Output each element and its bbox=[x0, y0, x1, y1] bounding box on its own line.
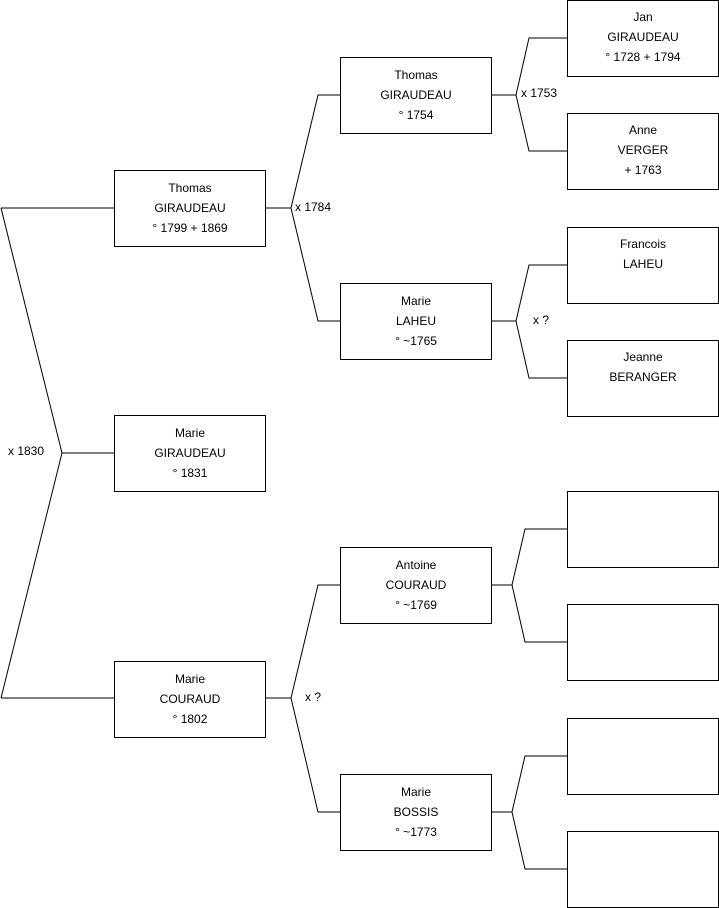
person-dates: + 1763 bbox=[624, 163, 662, 177]
marriage-label-m4: x 1753 bbox=[521, 86, 558, 100]
person-given-name: Marie bbox=[174, 672, 205, 686]
person-given-name: Thomas bbox=[168, 181, 212, 195]
person-given-name: Marie bbox=[400, 294, 431, 308]
person-surname: VERGER bbox=[617, 143, 669, 157]
person-box-p15 bbox=[567, 831, 719, 908]
person-box-p9: Anne VERGER + 1763 bbox=[567, 113, 719, 190]
person-surname: GIRAUDEAU bbox=[154, 201, 226, 215]
person-surname: GIRAUDEAU bbox=[380, 88, 452, 102]
person-box-p2: Thomas GIRAUDEAU ° 1799 + 1869 bbox=[114, 170, 266, 247]
person-surname: LAHEU bbox=[622, 257, 663, 271]
person-dates: ° ~1769 bbox=[395, 598, 437, 612]
person-box-p5: Marie LAHEU ° ~1765 bbox=[340, 283, 492, 360]
person-box-p13 bbox=[567, 604, 719, 681]
person-dates: ° 1799 + 1869 bbox=[152, 221, 228, 235]
person-given-name: Jeanne bbox=[623, 350, 663, 364]
connector-p6-v bbox=[511, 528, 567, 643]
connector-p3-v bbox=[290, 584, 341, 813]
person-given-name: Anne bbox=[628, 123, 658, 137]
marriage-label-m5: x ? bbox=[533, 313, 550, 327]
person-dates: ° 1728 + 1794 bbox=[605, 50, 681, 64]
person-dates: ° 1831 bbox=[172, 466, 208, 480]
person-dates: ° 1802 bbox=[172, 712, 208, 726]
person-dates: ° 1754 bbox=[398, 108, 434, 122]
person-dates: ° ~1773 bbox=[395, 825, 437, 839]
person-surname: BOSSIS bbox=[393, 805, 439, 819]
person-box-p7: Marie BOSSIS ° ~1773 bbox=[340, 774, 492, 851]
person-box-p11: Jeanne BERANGER bbox=[567, 340, 719, 417]
person-box-p3: Marie COURAUD ° 1802 bbox=[114, 661, 266, 738]
marriage-label-m3: x ? bbox=[305, 690, 322, 704]
person-given-name: Thomas bbox=[394, 68, 438, 82]
person-surname: GIRAUDEAU bbox=[607, 30, 679, 44]
person-given-name: Jan bbox=[633, 10, 653, 24]
person-given-name: Marie bbox=[174, 426, 205, 440]
person-given-name: Marie bbox=[400, 785, 431, 799]
person-box-p4: Thomas GIRAUDEAU ° 1754 bbox=[340, 57, 492, 134]
person-surname: COURAUD bbox=[385, 578, 447, 592]
person-box-p10: Francois LAHEU bbox=[567, 227, 719, 304]
marriage-label-m2: x 1784 bbox=[295, 200, 332, 214]
person-dates: ° ~1765 bbox=[395, 334, 437, 348]
person-surname: LAHEU bbox=[395, 314, 436, 328]
marriage-label-m1: x 1830 bbox=[8, 444, 45, 458]
person-given-name: Antoine bbox=[395, 558, 437, 572]
person-box-p1: Marie GIRAUDEAU ° 1831 bbox=[114, 415, 266, 492]
connector-p7-v bbox=[511, 755, 567, 870]
person-surname: BERANGER bbox=[609, 370, 677, 384]
connector-p4-v bbox=[515, 37, 567, 152]
person-box-p6: Antoine COURAUD ° ~1769 bbox=[340, 547, 492, 624]
connector-p2-v bbox=[290, 94, 341, 322]
person-box-p14 bbox=[567, 718, 719, 795]
person-given-name: Francois bbox=[619, 237, 666, 251]
person-box-p8: Jan GIRAUDEAU ° 1728 + 1794 bbox=[567, 0, 719, 77]
person-box-p12 bbox=[567, 491, 719, 568]
person-surname: COURAUD bbox=[159, 692, 221, 706]
connector-p5-v bbox=[515, 264, 567, 379]
person-surname: GIRAUDEAU bbox=[154, 446, 226, 460]
